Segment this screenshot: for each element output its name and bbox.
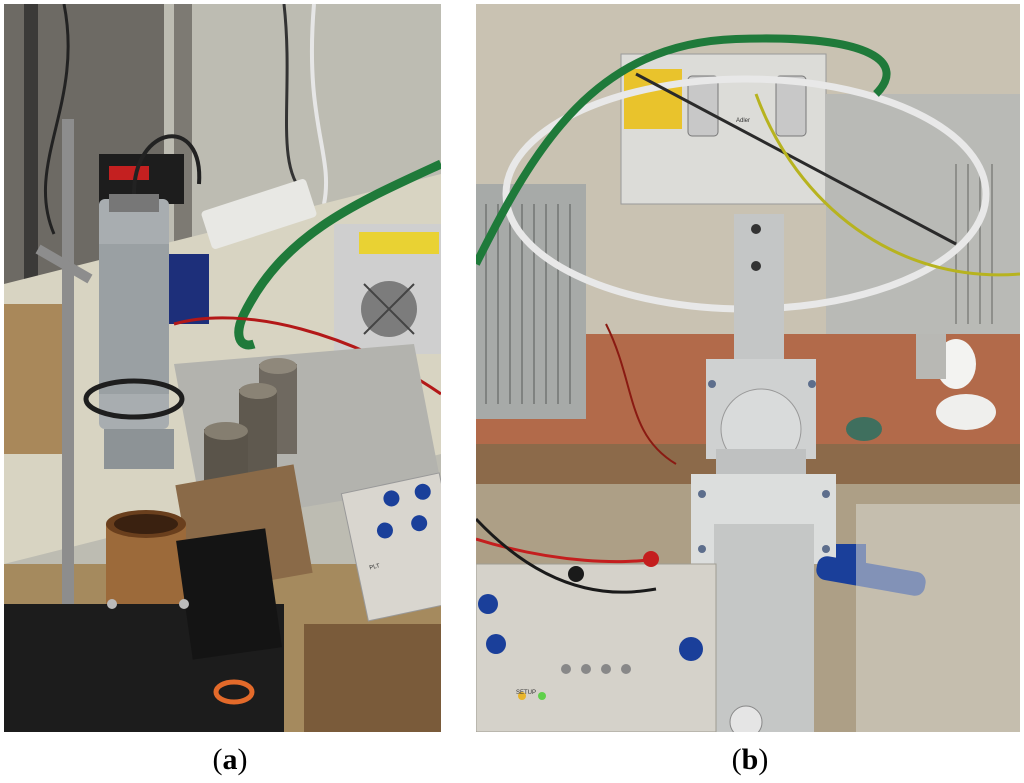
stand-arm <box>35 244 93 284</box>
display-readout <box>109 166 149 180</box>
green-ring <box>846 417 882 441</box>
cable <box>309 4 329 205</box>
control-panel-label: SETUP <box>516 690 536 696</box>
cable <box>282 4 306 196</box>
bolt <box>107 599 117 609</box>
red-twisted-wire <box>605 323 677 465</box>
caption-b: (b) <box>695 741 805 779</box>
scissors-handle <box>213 679 255 705</box>
black-cable <box>635 72 957 246</box>
plastic-tray <box>856 504 1020 732</box>
blue-device <box>169 254 209 324</box>
drawer <box>304 624 441 732</box>
clamp-side <box>176 528 282 660</box>
caption-b-close: ) <box>758 743 769 776</box>
sample-dish <box>936 394 996 430</box>
photo-a-illustration: PLT <box>4 4 441 732</box>
power-strip <box>201 179 317 249</box>
green-hose <box>234 159 441 350</box>
caption-a-close: ) <box>237 743 248 776</box>
warning-label <box>359 232 439 254</box>
control-panel: SETUP <box>476 551 717 732</box>
metal-cup <box>916 334 946 379</box>
generator-brand: Adler <box>736 118 750 124</box>
control-box-label: PLT <box>369 563 381 571</box>
yellow-green-cable <box>754 93 1020 277</box>
caption-b-letter: b <box>741 743 759 776</box>
caption-a-open: ( <box>212 743 223 776</box>
connector-2 <box>775 75 807 137</box>
black-lead <box>476 517 657 594</box>
connector-1 <box>687 75 719 137</box>
drawer-left <box>4 304 64 454</box>
control-box: PLT <box>340 472 441 622</box>
fan-grille-bars <box>363 283 415 335</box>
photo-panel-a: PLT <box>4 4 441 732</box>
transducer <box>83 134 202 469</box>
green-hose <box>476 34 891 266</box>
caption-a: (a) <box>175 741 285 779</box>
photo-b-illustration: Adler <box>476 4 1020 732</box>
bolt <box>179 599 189 609</box>
cable <box>44 4 70 235</box>
shelf-post <box>24 4 38 304</box>
stand-rod <box>62 119 74 679</box>
waveguide-assembly <box>691 214 836 732</box>
caption-b-open: ( <box>731 743 742 776</box>
photo-panel-b: Adler <box>476 4 1020 732</box>
caption-a-letter: a <box>222 743 238 776</box>
warning-label <box>624 69 682 129</box>
